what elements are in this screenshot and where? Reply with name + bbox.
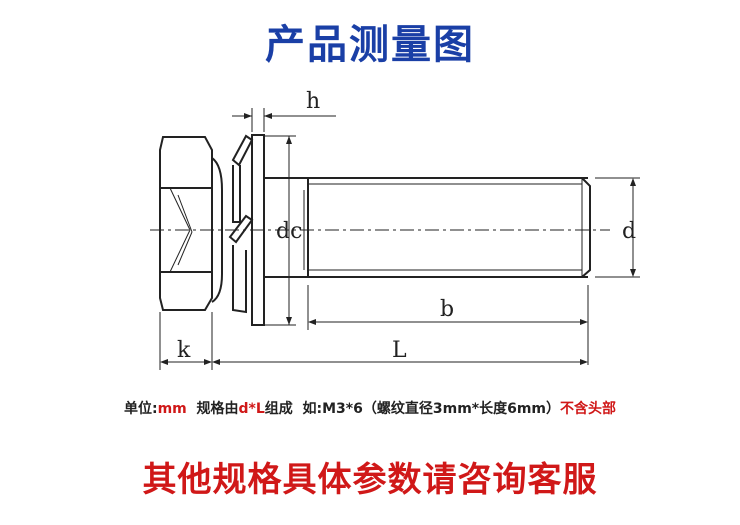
label-dc: dc xyxy=(276,219,302,244)
size-example: 如:M3*6（螺纹直径3mm*长度6mm） xyxy=(302,401,561,417)
unit-label: 单位: xyxy=(123,401,158,417)
label-k: k xyxy=(177,338,191,363)
rule-suffix: 组成 xyxy=(264,401,293,417)
contact-service-note: 其他规格具体参数请咨询客服 xyxy=(142,460,598,500)
screw-dimension-drawing: h dc d b k L xyxy=(150,89,640,370)
hex-head xyxy=(159,136,223,311)
label-b: b xyxy=(440,297,454,322)
spec-note: 单位:mm 规格由d*L组成 如:M3*6（螺纹直径3mm*长度6mm）不含头部 xyxy=(0,398,740,418)
thread-shank xyxy=(264,177,591,278)
page-title: 产品测量图 xyxy=(265,22,475,68)
rule-label: 规格由 xyxy=(196,401,239,417)
head-exclusion-note: 不含头部 xyxy=(560,401,617,417)
spring-washer xyxy=(228,134,254,314)
rule-value: d*L xyxy=(238,401,265,417)
label-L: L xyxy=(392,338,407,363)
label-h: h xyxy=(306,89,320,114)
unit-value: mm xyxy=(157,401,187,417)
label-d: d xyxy=(622,219,636,244)
